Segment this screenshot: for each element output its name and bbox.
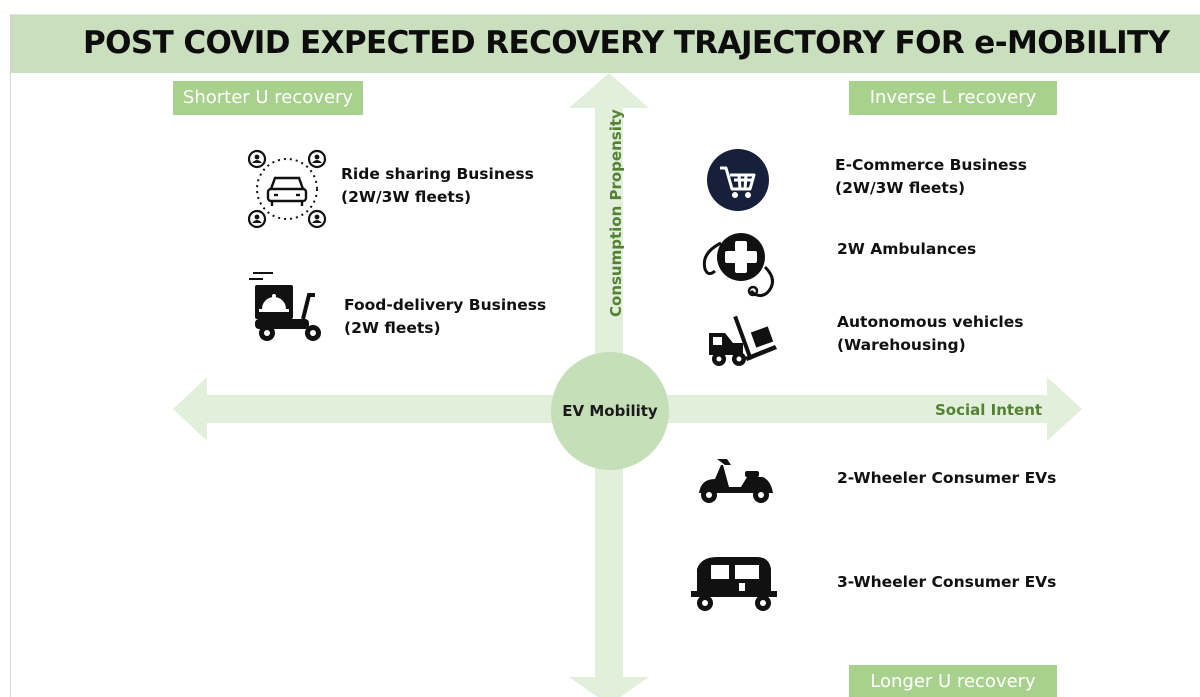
center-circle: EV Mobility bbox=[551, 352, 669, 470]
ambulance-line1: 2W Ambulances bbox=[837, 240, 977, 258]
ambulance-label: 2W Ambulances bbox=[837, 238, 976, 261]
horizontal-axis-label: Social Intent bbox=[935, 401, 1043, 419]
three-wheeler-label: 3-Wheeler Consumer EVs bbox=[837, 571, 1056, 594]
food-delivery-line1: Food-delivery Business bbox=[344, 296, 547, 314]
food-delivery-line2: (2W fleets) bbox=[344, 319, 441, 337]
ride-sharing-line1: Ride sharing Business bbox=[341, 165, 534, 183]
vertical-axis-label: Consumption Propensity bbox=[607, 109, 625, 317]
auto-rickshaw-icon bbox=[691, 557, 777, 611]
medical-cross-icon bbox=[702, 233, 774, 298]
ecommerce-label: E-Commerce Business (2W/3W fleets) bbox=[835, 154, 1027, 200]
quadrant-label-top-right: Inverse L recovery bbox=[849, 81, 1057, 115]
shopping-cart-icon bbox=[707, 149, 769, 211]
scooter-icon bbox=[699, 459, 773, 503]
autonomous-line1: Autonomous vehicles bbox=[837, 313, 1024, 331]
autonomous-label: Autonomous vehicles (Warehousing) bbox=[837, 311, 1023, 357]
diagram-frame: POST COVID EXPECTED RECOVERY TRAJECTORY … bbox=[10, 14, 1200, 697]
two-wheeler-label: 2-Wheeler Consumer EVs bbox=[837, 467, 1056, 490]
ride-sharing-label: Ride sharing Business (2W/3W fleets) bbox=[341, 163, 534, 209]
car-network-icon bbox=[247, 149, 327, 229]
delivery-scooter-icon bbox=[249, 272, 321, 341]
title-bar: POST COVID EXPECTED RECOVERY TRAJECTORY … bbox=[11, 15, 1200, 73]
forklift-icon bbox=[709, 315, 777, 366]
ride-sharing-line2: (2W/3W fleets) bbox=[341, 188, 472, 206]
two-wheeler-line1: 2-Wheeler Consumer EVs bbox=[837, 469, 1057, 487]
three-wheeler-line1: 3-Wheeler Consumer EVs bbox=[837, 573, 1057, 591]
food-delivery-label: Food-delivery Business (2W fleets) bbox=[344, 294, 546, 340]
quadrant-label-bottom-right: Longer U recovery bbox=[849, 665, 1057, 697]
quadrant-label-top-left: Shorter U recovery bbox=[173, 81, 363, 115]
ecommerce-line1: E-Commerce Business bbox=[835, 156, 1027, 174]
diagram-title: POST COVID EXPECTED RECOVERY TRAJECTORY … bbox=[83, 25, 1170, 61]
center-label: EV Mobility bbox=[562, 402, 658, 420]
autonomous-line2: (Warehousing) bbox=[837, 336, 966, 354]
ecommerce-line2: (2W/3W fleets) bbox=[835, 179, 966, 197]
